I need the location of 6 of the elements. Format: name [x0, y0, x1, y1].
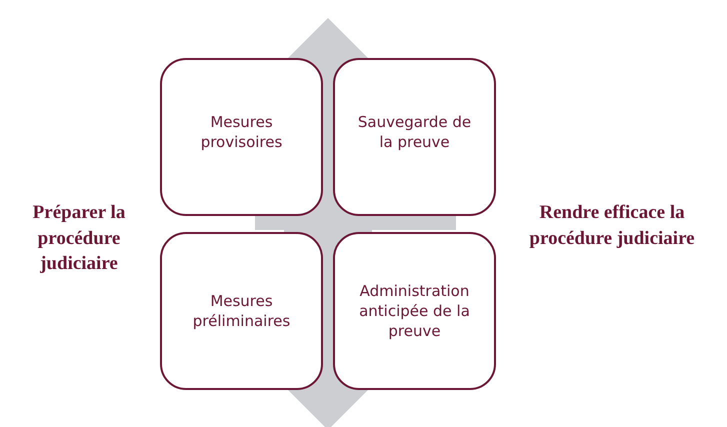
rounded-box: Sauvegarde de la preuve — [333, 58, 496, 216]
rounded-box: Mesures provisoires — [160, 58, 323, 216]
rounded-box: Administration anticipée de la preuve — [333, 232, 496, 390]
side-heading: Préparer la procédure judiciaire — [32, 201, 126, 276]
rounded-box: Mesures préliminaires — [160, 232, 323, 390]
side-heading: Rendre efficace la procédure judiciaire — [528, 201, 696, 251]
